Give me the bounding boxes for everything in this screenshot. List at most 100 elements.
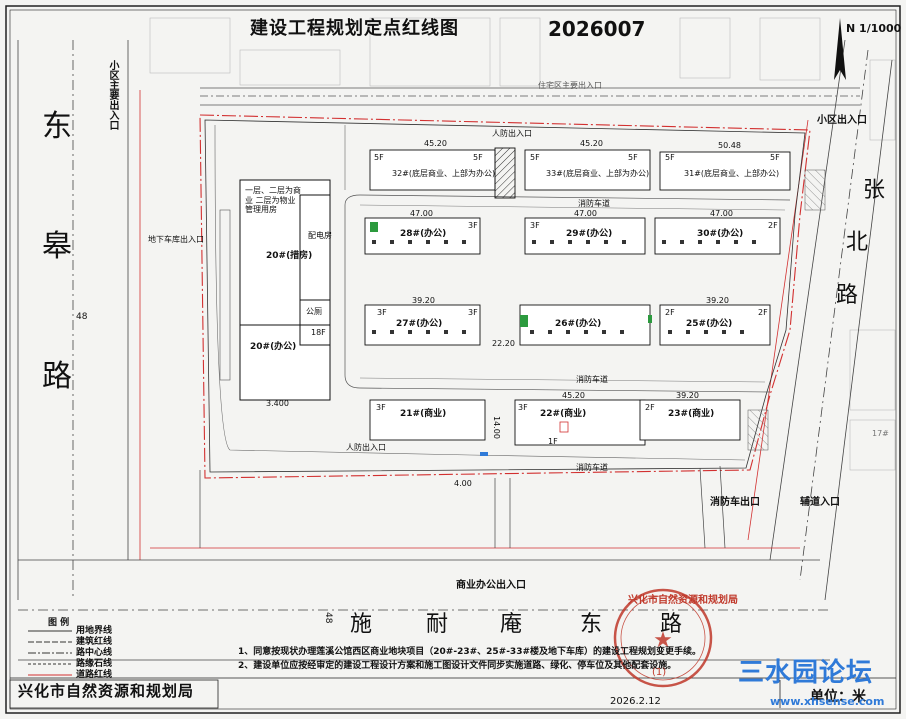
svg-text:★: ★ <box>653 628 673 653</box>
road-south-char-1: 施 <box>350 612 373 637</box>
north-main-entrance-label: 住宅区主要出入口 <box>538 81 602 90</box>
building-33-label: 33#(底层商业、上部为办公) <box>546 169 650 178</box>
road-south-char-4: 东 <box>580 612 603 637</box>
building-20-substation: 配电房 <box>308 231 332 240</box>
dim-label: 22.20 <box>492 339 515 348</box>
fire-road-label-1: 消防车道 <box>578 199 610 208</box>
green-marks <box>370 222 652 456</box>
commercial-entrance-label: 商业办公出入口 <box>456 580 526 591</box>
legend-title: 图 例 <box>48 618 70 628</box>
road-west-char-1: 东 <box>42 109 72 144</box>
fire-road-label-3: 消防车道 <box>576 463 608 472</box>
legend-item: 路中心线 <box>76 648 113 658</box>
legend-item: 用地界线 <box>76 626 113 636</box>
floor-tag: 3F <box>468 221 478 230</box>
road-east-char-1: 张 <box>863 178 886 203</box>
building-22-label: 22#(商业) <box>540 409 587 419</box>
building-row-1 <box>369 149 791 191</box>
drawing-number: 2026007 <box>548 17 646 41</box>
official-stamp-icon: ★ <box>613 588 713 688</box>
approval-note-1: 1、同意按现状办理莲溪公馆西区商业地块项目（20#-23#、25#-33#楼及地… <box>238 647 701 657</box>
legend-item: 道路红线 <box>76 670 113 680</box>
dim-label: 47.00 <box>410 209 433 218</box>
floor-tag: 2F <box>758 308 768 317</box>
stamp-code: (1) <box>652 667 667 678</box>
building-21-label: 21#(商业) <box>400 409 447 419</box>
legend-item: 建筑红线 <box>76 637 113 647</box>
floor-tag: 5F <box>530 153 540 162</box>
community-entrance-label: 小区出入口 <box>817 115 867 126</box>
dim-label: 4.00 <box>454 479 472 488</box>
building-32-label: 32#(底层商业、上部为办公) <box>392 169 496 178</box>
dim-label: 50.48 <box>718 141 741 150</box>
forum-watermark: 三水园论坛 <box>738 658 874 688</box>
building-20-note: 一层、二层为商业 二层为物业管理用房 <box>245 186 301 215</box>
dim-label: 45.20 <box>580 139 603 148</box>
floor-tag: 5F <box>665 153 675 162</box>
building-23-label: 23#(商业) <box>668 409 715 419</box>
dim-label: 45.20 <box>562 391 585 400</box>
dim-label: 47.00 <box>710 209 733 218</box>
surrounding-context <box>149 17 896 471</box>
floor-tag: 2F <box>768 221 778 230</box>
building-20-lower-label: 20#(办公) <box>250 342 297 352</box>
north-arrow-icon <box>834 18 846 80</box>
floor-tag: 2F <box>665 308 675 317</box>
pedestrian-entrance-label-1: 人防出入口 <box>492 129 532 138</box>
road-east-char-2: 北 <box>846 230 869 255</box>
legend-item: 路缘石线 <box>76 659 113 669</box>
building-30-label: 30#(办公) <box>697 229 744 239</box>
building-row-3 <box>364 304 771 346</box>
building-row-2 <box>364 217 781 255</box>
basement-ramp-hatch <box>494 147 516 199</box>
drawing-title: 建设工程规划定点红线图 <box>250 18 459 39</box>
dim-label: 39.20 <box>412 296 435 305</box>
road-south-char-5: 路 <box>660 612 683 637</box>
west-main-entrance-label: 小区主要出入口 <box>107 60 118 130</box>
distance-west: 48 <box>76 312 88 322</box>
issue-date: 2026.2.12 <box>610 696 661 707</box>
north-scale: N 1/1000 <box>846 22 902 35</box>
dim-label: 14.00 <box>492 416 501 439</box>
floor-tag: 5F <box>374 153 384 162</box>
building-20-toilet: 公厕 <box>306 307 322 316</box>
issuing-agency: 兴化市自然资源和规划局 <box>18 682 195 700</box>
road-east-char-3: 路 <box>836 283 859 308</box>
building-20 <box>239 179 331 401</box>
fire-exit-label: 消防车出口 <box>710 497 760 508</box>
building-20-floors: 18F <box>311 328 326 337</box>
road-south-char-2: 耐 <box>426 612 449 637</box>
floor-tag: 3F <box>530 221 540 230</box>
floor-tag: 1F <box>548 437 558 446</box>
fire-road-label-2: 消防车道 <box>576 375 608 384</box>
floor-tag: 3F <box>377 308 387 317</box>
floor-tag: 5F <box>628 153 638 162</box>
building-27-label: 27#(办公) <box>396 319 443 329</box>
building-31-label: 31#(底层商业、上部办公) <box>684 169 780 178</box>
dim-label: 39.20 <box>676 391 699 400</box>
floor-tag: 5F <box>770 153 780 162</box>
road-west-char-3: 路 <box>42 359 72 394</box>
legend-lines <box>28 630 72 676</box>
road-shi-nai-an-dong <box>18 547 830 661</box>
forum-watermark-url: www.xhsense.com <box>770 695 885 708</box>
road-west-char-2: 皋 <box>42 229 72 264</box>
aux-entrance-label: 辅道入口 <box>800 497 840 508</box>
stamp-text: 兴化市自然资源和规划局 <box>628 595 738 606</box>
building-25-label: 25#(办公) <box>686 319 733 329</box>
dim-label: 45.20 <box>424 139 447 148</box>
building-29-label: 29#(办公) <box>566 229 613 239</box>
basement-entrance-label: 地下车库出入口 <box>148 235 204 244</box>
building-row-4 <box>369 399 741 446</box>
floor-tag: 3F <box>376 403 386 412</box>
building-28-label: 28#(办公) <box>400 229 447 239</box>
road-south-char-3: 庵 <box>500 612 523 637</box>
building-26-label: 26#(办公) <box>555 319 602 329</box>
elevation-label: 3.400 <box>266 399 289 408</box>
floor-tag: 5F <box>473 153 483 162</box>
road-dong-gao <box>17 40 141 600</box>
dim-label: 39.20 <box>706 296 729 305</box>
neighbor-building-label: 17# <box>872 429 889 438</box>
